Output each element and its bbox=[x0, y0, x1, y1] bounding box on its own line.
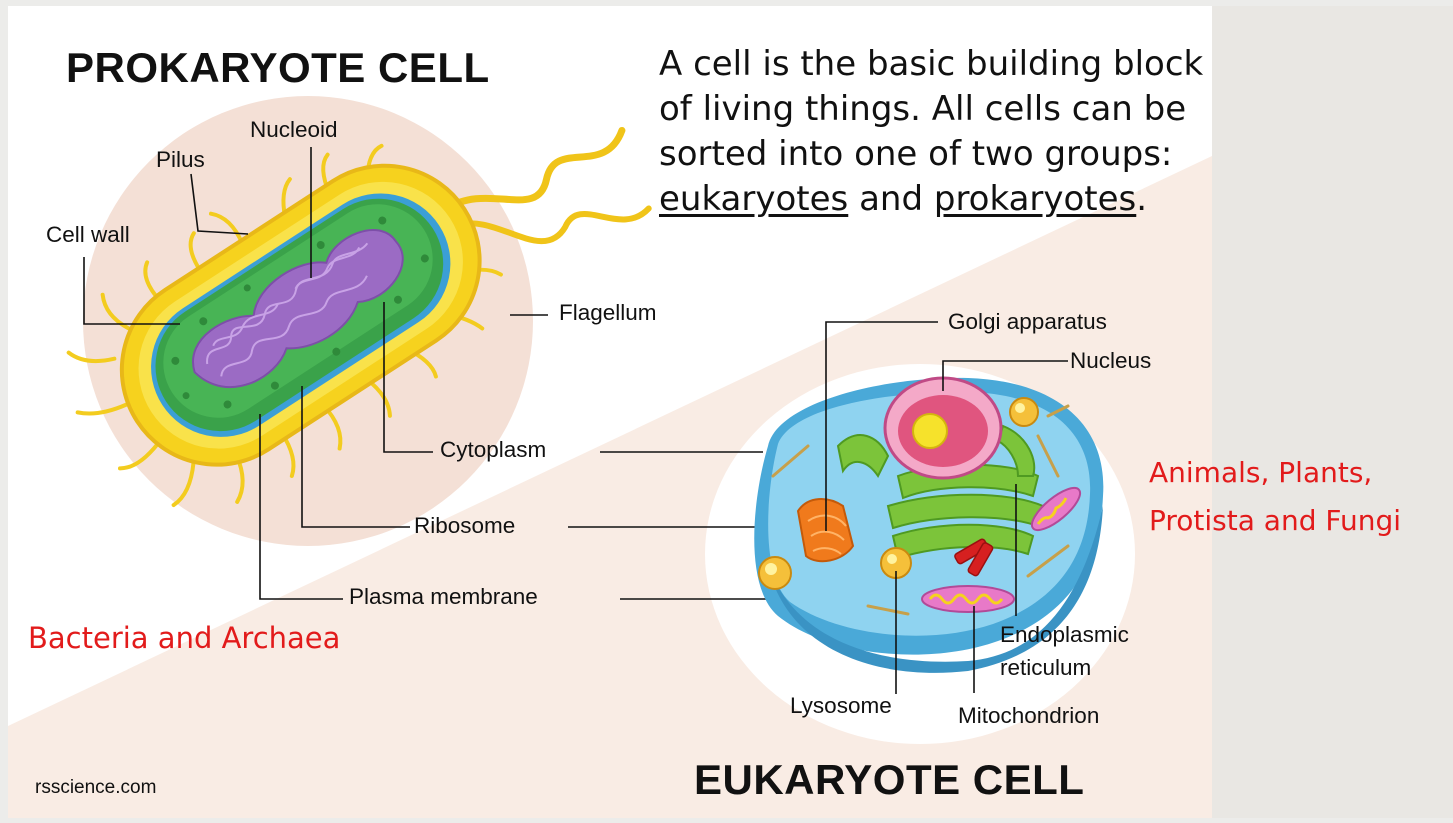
intro-text-middle: and bbox=[848, 179, 934, 219]
intro-text-before: A cell is the basic building block of li… bbox=[659, 44, 1203, 174]
label-cell-wall: Cell wall bbox=[46, 222, 130, 248]
intro-text-after: . bbox=[1136, 179, 1147, 219]
label-nucleoid: Nucleoid bbox=[250, 117, 338, 143]
nucleolus-shape bbox=[913, 414, 947, 448]
label-nucleus: Nucleus bbox=[1070, 348, 1151, 374]
label-endoplasmic-reticulum: Endoplasmic reticulum bbox=[1000, 618, 1140, 684]
eukaryote-title: EUKARYOTE CELL bbox=[694, 756, 1084, 804]
eukaryotes-link[interactable]: eukaryotes bbox=[659, 179, 848, 219]
credit: rsscience.com bbox=[35, 777, 156, 799]
label-flagellum: Flagellum bbox=[559, 300, 657, 326]
label-lysosome: Lysosome bbox=[790, 693, 892, 719]
intro-paragraph: A cell is the basic building block of li… bbox=[659, 42, 1212, 222]
prokaryote-title: PROKARYOTE CELL bbox=[66, 44, 490, 92]
eukaryote-group: Animals, Plants, Protista and Fungi bbox=[1149, 449, 1439, 545]
label-cytoplasm: Cytoplasm bbox=[440, 437, 546, 463]
label-plasma-membrane: Plasma membrane bbox=[349, 584, 538, 610]
slide: PROKARYOTE CELL A cell is the basic buil… bbox=[8, 6, 1212, 818]
prokaryote-group: Bacteria and Archaea bbox=[28, 614, 340, 662]
label-mitochondrion: Mitochondrion bbox=[958, 703, 1099, 729]
label-golgi: Golgi apparatus bbox=[948, 309, 1107, 335]
label-ribosome: Ribosome bbox=[414, 513, 515, 539]
label-pilus: Pilus bbox=[156, 147, 205, 173]
prokaryotes-link[interactable]: prokaryotes bbox=[934, 179, 1136, 219]
right-margin-strip bbox=[1212, 6, 1453, 818]
